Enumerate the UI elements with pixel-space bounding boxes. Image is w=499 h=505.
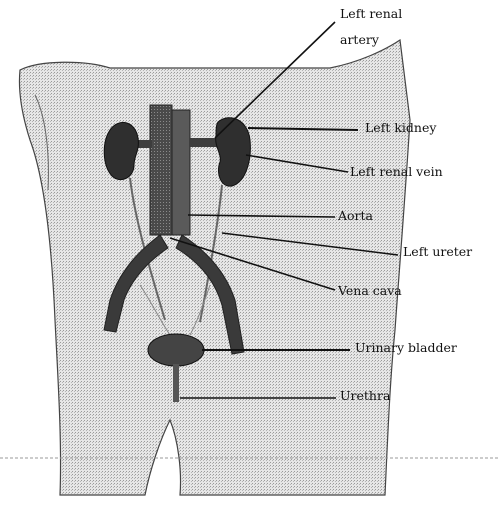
aorta-trunk	[172, 110, 190, 235]
label-left-renal-artery-line2: artery	[340, 33, 379, 47]
urethra-tube	[173, 364, 179, 402]
right-kidney	[104, 122, 138, 179]
label-left-ureter: Left ureter	[403, 245, 472, 259]
label-urinary-bladder: Urinary bladder	[355, 341, 457, 355]
label-left-kidney: Left kidney	[365, 121, 436, 135]
label-urethra: Urethra	[340, 389, 390, 403]
label-left-renal-vein: Left renal vein	[350, 165, 443, 179]
label-vena-cava: Vena cava	[338, 284, 402, 298]
label-left-renal-artery-line1: Left renal	[340, 7, 402, 21]
label-aorta: Aorta	[338, 209, 373, 223]
urinary-bladder-organ	[148, 334, 204, 366]
vena-cava-trunk	[150, 105, 172, 235]
